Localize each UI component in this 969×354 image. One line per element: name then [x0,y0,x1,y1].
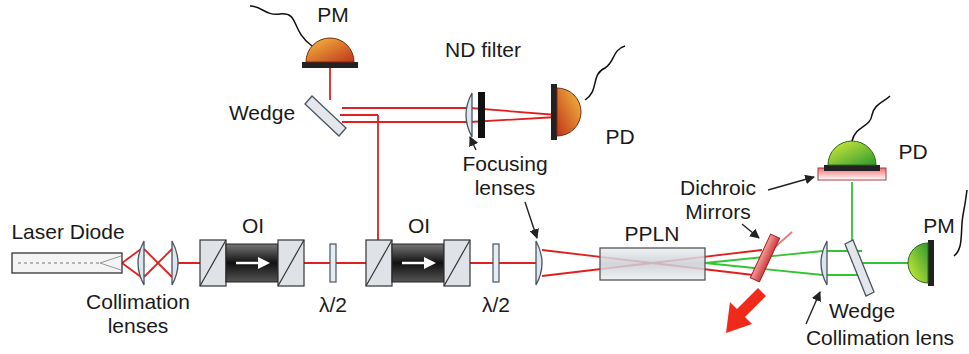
component-name: Laser Diode [11,220,124,244]
component-name: λ/2 [319,293,347,317]
half-wave-plates [330,244,499,282]
component-name: Dichroic Mirrors [668,176,768,224]
dichroic-mirror [750,168,886,282]
component-name: OI [408,214,430,238]
component-name: Wedge [229,101,295,125]
optical-isolators [200,240,470,286]
cables [250,6,967,256]
component-name: Focusing lenses [453,152,557,200]
power-meter [908,240,934,286]
ppln-crystal [600,248,705,280]
output-arrow [726,288,766,333]
component-name: Collimation lenses [72,290,204,338]
photodiode [551,84,581,140]
detector-name: PD [605,125,634,149]
detector-name: PD [898,140,927,164]
photodiode [824,141,880,171]
power-meter [302,38,358,68]
component-name: Wedge [829,299,895,323]
detector-name: PM [317,3,349,27]
laser-diode [12,253,122,273]
component-name: ND filter [445,38,521,62]
component-name: Collimation lens [806,326,954,350]
component-name: λ/2 [482,293,510,317]
collimation-lens [821,241,827,285]
component-name: OI [242,214,264,238]
nd-filter [478,92,485,138]
wedge [305,96,874,296]
detector-name: PM [923,214,955,238]
collimation-lenses [138,241,178,285]
component-name: PPLN [625,222,680,246]
